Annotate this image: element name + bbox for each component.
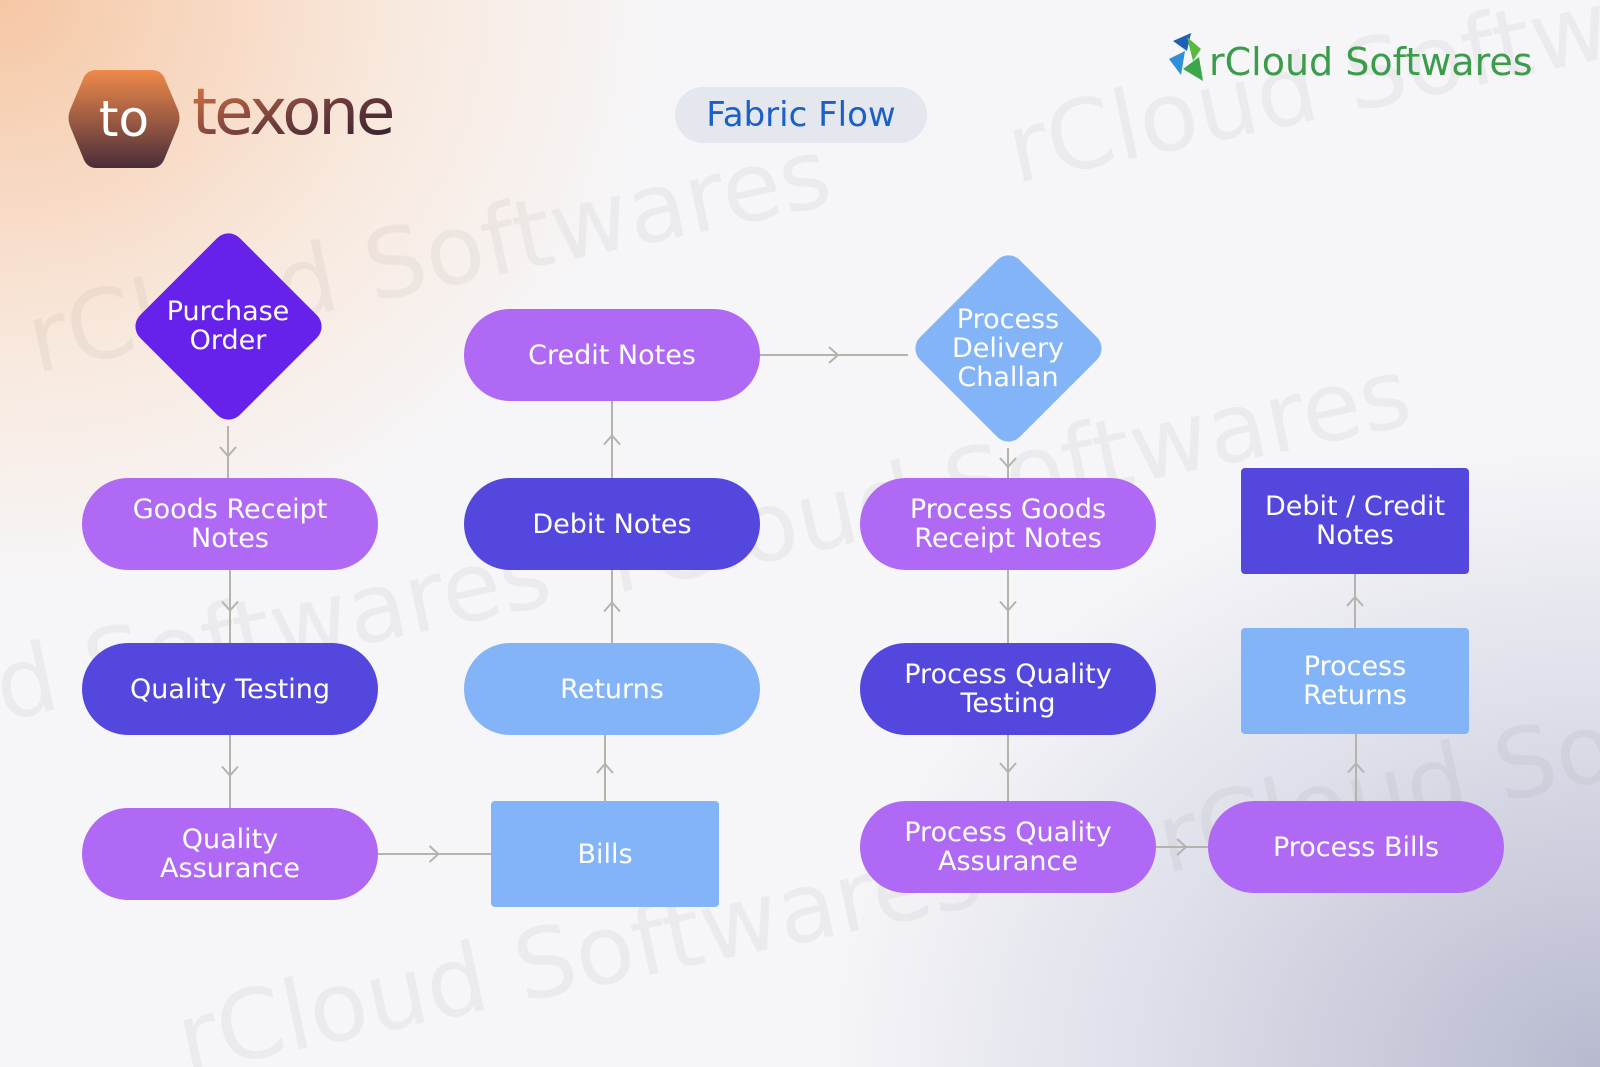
arrow-head-icon: [1346, 595, 1364, 607]
connector-quality-assurance-to-bills: [378, 845, 491, 863]
texone-logo: to texone: [68, 68, 448, 178]
connector-process-goods-receipt-notes-to-process-quality-testing: [999, 570, 1017, 643]
connector-quality-testing-to-quality-assurance: [221, 735, 239, 808]
connector-bills-to-returns: [596, 735, 614, 801]
connector-credit-notes-to-process-delivery-challan: [760, 346, 908, 364]
arrow-head-icon: [596, 762, 614, 774]
rcloud-logo: rCloud Softwares: [1165, 33, 1565, 93]
flow-node-process-quality-testing: Process Quality Testing: [860, 643, 1156, 735]
flow-node-bills: Bills: [491, 801, 719, 907]
flow-node-process-delivery-challan: Process Delivery Challan: [908, 248, 1108, 448]
arrow-head-icon: [219, 446, 237, 458]
flow-node-debit-credit-notes: Debit / Credit Notes: [1241, 468, 1469, 574]
node-label: Quality Assurance: [160, 824, 300, 884]
rcloud-logo-text: rCloud Softwares: [1209, 40, 1533, 84]
svg-text:to: to: [99, 90, 149, 148]
flow-node-returns: Returns: [464, 643, 760, 735]
arrow-head-icon: [999, 600, 1017, 613]
node-label: Process Delivery Challan: [951, 303, 1065, 393]
rcloud-logo-icon: rCloud Softwares: [1169, 33, 1533, 84]
connector-purchase-order-to-goods-receipt-notes: [219, 426, 237, 478]
node-label: Returns: [560, 673, 664, 705]
connector-process-delivery-challan-to-process-goods-receipt-notes: [999, 448, 1017, 478]
flow-node-quality-assurance: Quality Assurance: [82, 808, 378, 900]
connector-process-returns-to-debit-credit-notes: [1346, 574, 1364, 628]
connector-returns-to-debit-notes: [603, 570, 621, 643]
flow-node-quality-testing: Quality Testing: [82, 643, 378, 735]
node-label: Bills: [577, 838, 633, 870]
arrow-head-icon: [999, 457, 1017, 469]
flow-node-credit-notes: Credit Notes: [464, 309, 760, 401]
flow-node-process-bills: Process Bills: [1208, 801, 1504, 893]
flow-node-process-returns: Process Returns: [1241, 628, 1469, 734]
node-label: Quality Testing: [130, 673, 330, 705]
arrow-head-icon: [221, 600, 239, 613]
node-label: Goods Receipt Notes: [132, 494, 328, 554]
connector-process-quality-testing-to-process-quality-assurance: [999, 735, 1017, 801]
arrow-head-icon: [603, 600, 621, 613]
connector-process-bills-to-process-returns: [1347, 734, 1365, 801]
node-label: Process Quality Testing: [904, 659, 1112, 719]
flow-node-purchase-order: Purchase Order: [128, 226, 328, 426]
connector-debit-notes-to-credit-notes: [603, 401, 621, 478]
node-label: Process Quality Assurance: [904, 817, 1112, 877]
node-label: Process Goods Receipt Notes: [909, 494, 1107, 554]
node-label: Process Bills: [1272, 831, 1440, 863]
node-label: Debit Notes: [532, 508, 692, 540]
flow-node-goods-receipt-notes: Goods Receipt Notes: [82, 478, 378, 570]
arrow-head-icon: [1347, 761, 1365, 774]
arrow-head-icon: [1176, 838, 1188, 856]
arrow-head-icon: [221, 765, 239, 778]
node-label: Purchase Order: [166, 296, 290, 356]
arrow-head-icon: [999, 762, 1017, 774]
flow-node-debit-notes: Debit Notes: [464, 478, 760, 570]
flow-node-process-quality-assurance: Process Quality Assurance: [860, 801, 1156, 893]
flow-node-process-goods-receipt-notes: Process Goods Receipt Notes: [860, 478, 1156, 570]
page-title: Fabric Flow: [675, 87, 927, 143]
arrow-head-icon: [428, 845, 441, 863]
node-label: Process Returns: [1303, 651, 1407, 711]
svg-text:texone: texone: [192, 76, 392, 150]
node-label: Credit Notes: [528, 339, 696, 371]
arrow-head-icon: [828, 346, 840, 364]
connector-process-quality-assurance-to-process-bills: [1156, 838, 1208, 856]
texone-logo-icon: to texone: [68, 70, 395, 168]
arrow-head-icon: [603, 433, 621, 446]
connector-goods-receipt-notes-to-quality-testing: [221, 570, 239, 643]
node-label: Debit / Credit Notes: [1264, 491, 1446, 551]
